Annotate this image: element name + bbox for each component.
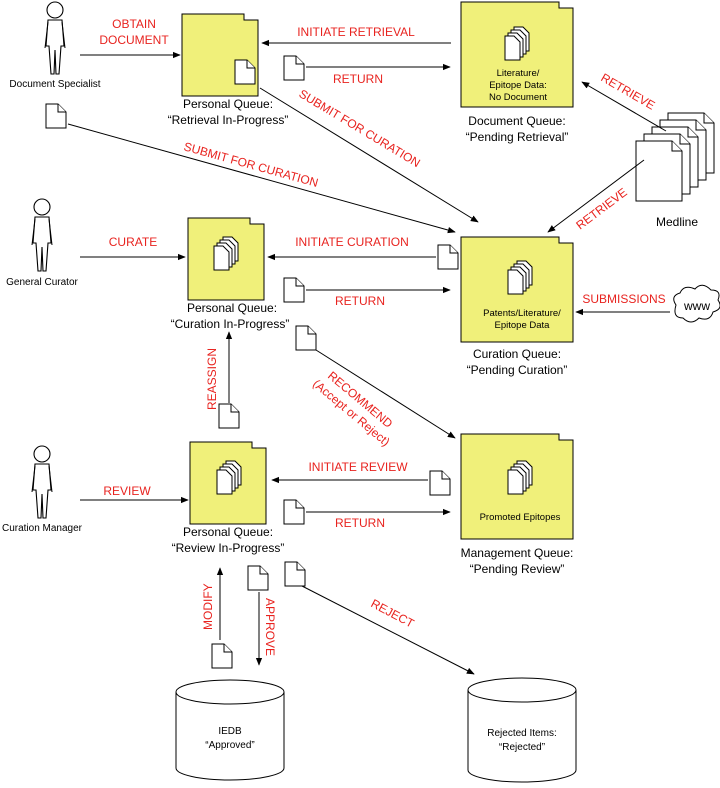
initiate-curation-label: INITIATE CURATION <box>295 235 409 249</box>
document-specialist-label: Document Specialist <box>9 79 100 90</box>
return-label-1: RETURN <box>333 72 383 86</box>
retrieve-arrow-2 <box>547 159 645 233</box>
iedb-label: IEDB <box>218 726 242 737</box>
document-icon <box>429 470 451 496</box>
iedb-database-icon <box>175 679 285 781</box>
submit-curation-label-2: SUBMIT FOR CURATION <box>182 139 320 190</box>
retrieval-queue-title: Personal Queue: <box>183 97 273 111</box>
reject-arrow <box>301 585 475 675</box>
review-personal-title: Personal Queue: <box>183 525 273 539</box>
submit-curation-label-1: SUBMIT FOR CURATION <box>296 87 422 171</box>
return-label-3: RETURN <box>335 516 385 530</box>
medline-label: Medline <box>656 215 698 229</box>
obtain-label-2: DOCUMENT <box>99 33 169 47</box>
general-curator-figure <box>31 198 53 272</box>
document-icon <box>437 244 459 270</box>
document-icon <box>295 325 317 351</box>
recommend-arrow <box>315 349 456 439</box>
submit-curation-arrow-1 <box>259 87 479 223</box>
svg-text:www: www <box>683 299 710 313</box>
document-queue-title: Document Queue: <box>468 114 565 128</box>
reassign-label: REASSIGN <box>205 348 219 410</box>
www-cloud-icon: www <box>673 284 720 323</box>
document-queue-content-1: Literature/ <box>497 68 540 79</box>
document-icon <box>211 643 233 669</box>
curation-personal-title: Personal Queue: <box>187 301 277 315</box>
management-queue-title: Management Queue: <box>461 546 574 560</box>
management-queue-status: “Pending Review” <box>470 562 565 576</box>
document-icon <box>283 277 305 303</box>
document-icon <box>45 103 67 129</box>
general-curator-label: General Curator <box>6 277 78 288</box>
reject-label: REJECT <box>369 596 417 631</box>
rejected-label: Rejected Items: <box>487 728 556 739</box>
curation-queue-title: Curation Queue: <box>473 347 561 361</box>
retrieve-label-1: RETRIEVE <box>599 70 658 112</box>
document-specialist-figure <box>44 1 66 75</box>
rejected-database-icon <box>467 677 577 783</box>
review-personal-status: “Review In-Progress” <box>172 541 285 555</box>
document-icon <box>284 561 306 587</box>
submit-curation-arrow-2 <box>67 123 456 234</box>
curation-queue-content-2: Epitope Data <box>495 320 551 331</box>
modify-label: MODIFY <box>201 583 215 630</box>
rejected-status: “Rejected” <box>499 742 545 753</box>
curation-queue-status: “Pending Curation” <box>467 363 568 377</box>
document-queue-content-2: Epitope Data: <box>489 80 547 91</box>
medline-stack-icon <box>635 112 715 202</box>
iedb-status: “Approved” <box>205 740 254 751</box>
curation-manager-figure <box>31 445 53 519</box>
document-queue-status: “Pending Retrieval” <box>466 130 569 144</box>
curation-manager-label: Curation Manager <box>2 523 83 534</box>
curation-personal-status: “Curation In-Progress” <box>171 317 290 331</box>
curation-queue-content-1: Patents/Literature/ <box>483 308 561 319</box>
approve-label: APPROVE <box>263 598 277 656</box>
submissions-label: SUBMISSIONS <box>582 292 665 306</box>
initiate-review-label: INITIATE REVIEW <box>308 460 408 474</box>
initiate-retrieval-label: INITIATE RETRIEVAL <box>297 25 415 39</box>
return-label-2: RETURN <box>335 294 385 308</box>
document-icon <box>283 499 305 525</box>
management-queue-content: Promoted Epitopes <box>480 512 561 523</box>
document-icon <box>247 565 269 591</box>
review-label: REVIEW <box>103 484 151 498</box>
document-icon <box>218 403 240 429</box>
retrieval-queue-status: “Retrieval In-Progress” <box>168 113 289 127</box>
document-queue-content-3: No Document <box>489 92 547 103</box>
curate-label: CURATE <box>109 235 157 249</box>
retrieve-arrow-1 <box>581 81 667 132</box>
obtain-label-1: OBTAIN <box>112 17 156 31</box>
document-icon <box>283 55 305 81</box>
